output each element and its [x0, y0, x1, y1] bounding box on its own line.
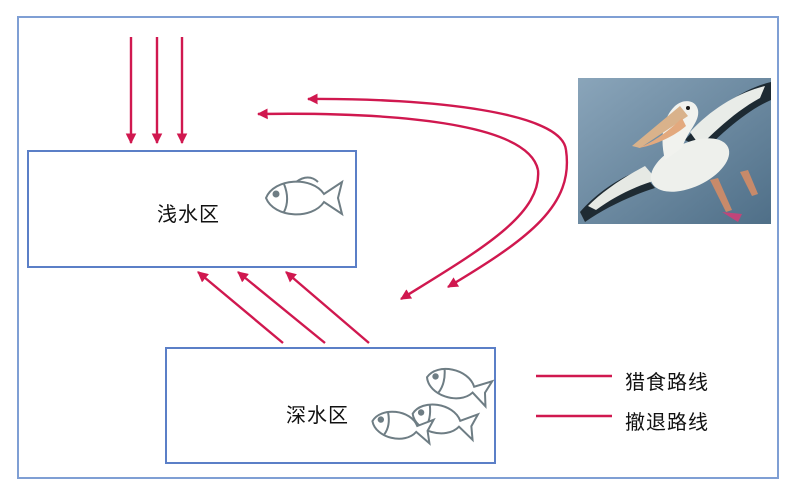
bird-route-top	[306, 93, 568, 151]
diagram-frame	[17, 16, 779, 479]
bird-route-down-1	[447, 149, 569, 289]
deep-water-label: 深水区	[286, 403, 349, 427]
shallow-water-label: 浅水区	[157, 202, 220, 226]
retreat-arrows	[197, 271, 370, 344]
fish-icon	[425, 368, 495, 410]
legend-predation-label: 猎食路线	[625, 370, 709, 394]
retreat-arrow-3	[285, 271, 370, 344]
fish-icon	[264, 176, 344, 217]
retreat-arrow-2	[237, 271, 326, 344]
bird-flight-routes	[256, 93, 569, 301]
pelican-photo	[578, 78, 771, 224]
bird-route-down-2	[400, 169, 540, 301]
legend-retreat-label: 撤退路线	[625, 410, 709, 434]
bird-route-second	[256, 108, 540, 171]
fish-icon	[371, 410, 436, 446]
bird-route-outer	[308, 99, 568, 286]
retreat-arrow-1	[197, 271, 284, 344]
predation-arrows	[125, 37, 188, 145]
